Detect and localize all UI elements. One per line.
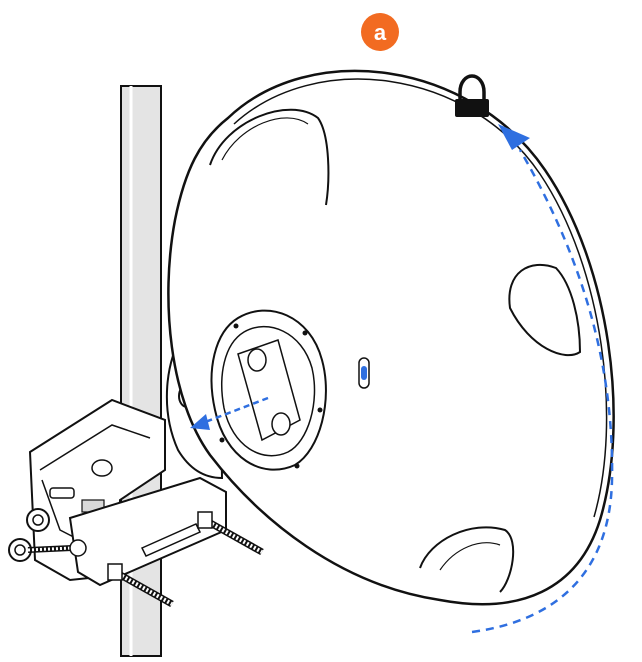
step-badge: a [361,13,399,51]
step-badge-label: a [374,20,387,45]
alignment-marker [358,357,370,389]
dish-reflector [167,69,615,606]
rotation-arrow-icon [471,124,614,634]
lock-icon [455,74,489,117]
pole-clamp-bracket [8,398,264,608]
slide-arrow-icon [190,396,269,430]
feed-flange [210,309,327,471]
